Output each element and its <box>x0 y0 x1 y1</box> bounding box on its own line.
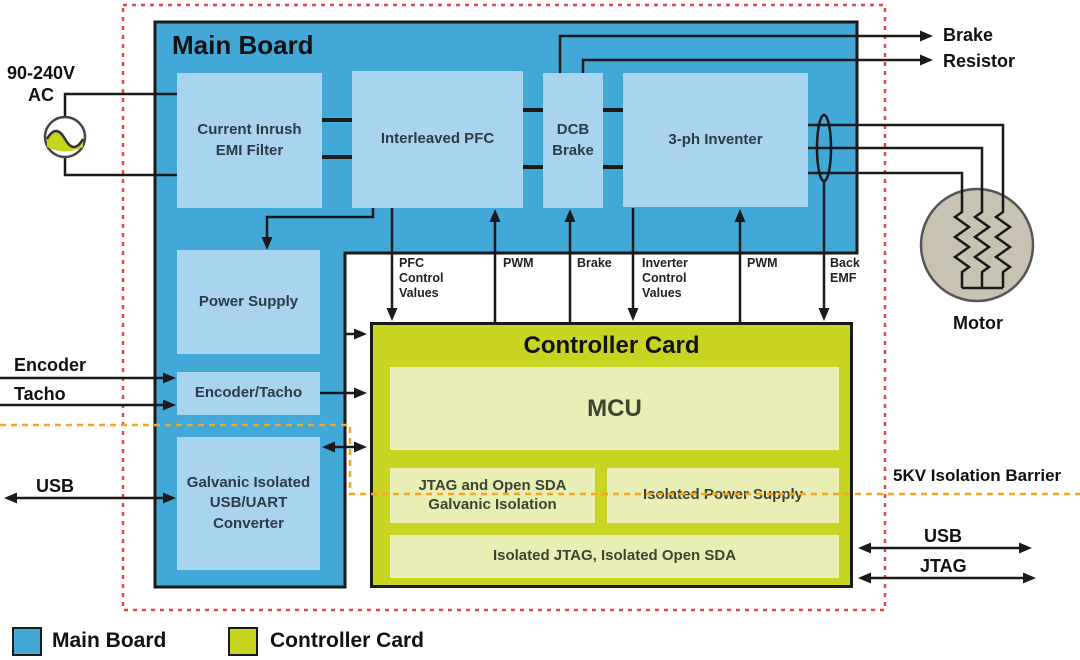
block-emi-filter: Current Inrush EMI Filter <box>177 73 322 208</box>
label-pwm-left: PWM <box>503 256 534 270</box>
brake-resistor-wires <box>558 30 933 73</box>
legend-main-board-label: Main Board <box>52 629 167 652</box>
label-ac-source: 90-240V AC <box>6 63 76 105</box>
label-brake-resistor: Brake Resistor <box>943 25 1016 71</box>
block-dcb-brake: DCB Brake <box>543 73 603 208</box>
ac-wire-bottom <box>63 158 177 177</box>
ac-source-icon <box>43 92 177 177</box>
controller-card-title: Controller Card <box>523 332 700 359</box>
legend-controller-card-label: Controller Card <box>270 629 425 652</box>
label-encoder: Encoder <box>14 355 87 375</box>
block-jtag-galvanic-isolation: JTAG and Open SDA Galvanic Isolation <box>390 468 595 523</box>
board-card-arrows <box>320 328 367 453</box>
block-usb-uart-converter: Galvanic Isolated USB/UART Converter <box>177 437 320 570</box>
label-usb-left: USB <box>36 476 75 496</box>
block-mcu: MCU <box>390 367 839 450</box>
block-isolated-jtag-sda: Isolated JTAG, Isolated Open SDA <box>390 535 839 578</box>
ac-wire-top <box>63 92 177 117</box>
current-sensor-icon <box>815 113 833 183</box>
main-board-title: Main Board <box>172 30 314 60</box>
label-isolation-barrier: 5KV Isolation Barrier <box>893 466 1062 485</box>
label-back-emf: Back EMF <box>830 256 860 285</box>
label-pwm-right: PWM <box>747 256 778 270</box>
label-usb-right: USB <box>924 526 963 546</box>
label-motor: Motor <box>953 313 1003 333</box>
block-encoder-tacho: Encoder/Tacho <box>177 372 320 415</box>
label-brake-signal: Brake <box>577 256 612 270</box>
block-isolated-power-supply: Isolated Power Supply <box>607 468 839 523</box>
legend-controller-card-swatch <box>228 627 258 656</box>
controller-card-region: Controller Card MCU JTAG and Open SDA Ga… <box>370 322 853 588</box>
label-pfc-control-values: PFC Control Values <box>399 256 444 300</box>
legend-main-board-swatch <box>12 627 42 656</box>
label-jtag-right: JTAG <box>920 556 967 576</box>
block-interleaved-pfc: Interleaved PFC <box>352 71 523 208</box>
power-supply-feed-arrow <box>261 208 375 250</box>
label-inverter-control-values: Inverter Control Values <box>642 256 688 300</box>
block-power-supply: Power Supply <box>177 250 320 354</box>
label-tacho: Tacho <box>14 384 66 404</box>
block-3ph-inverter: 3-ph Inventer <box>623 73 808 207</box>
